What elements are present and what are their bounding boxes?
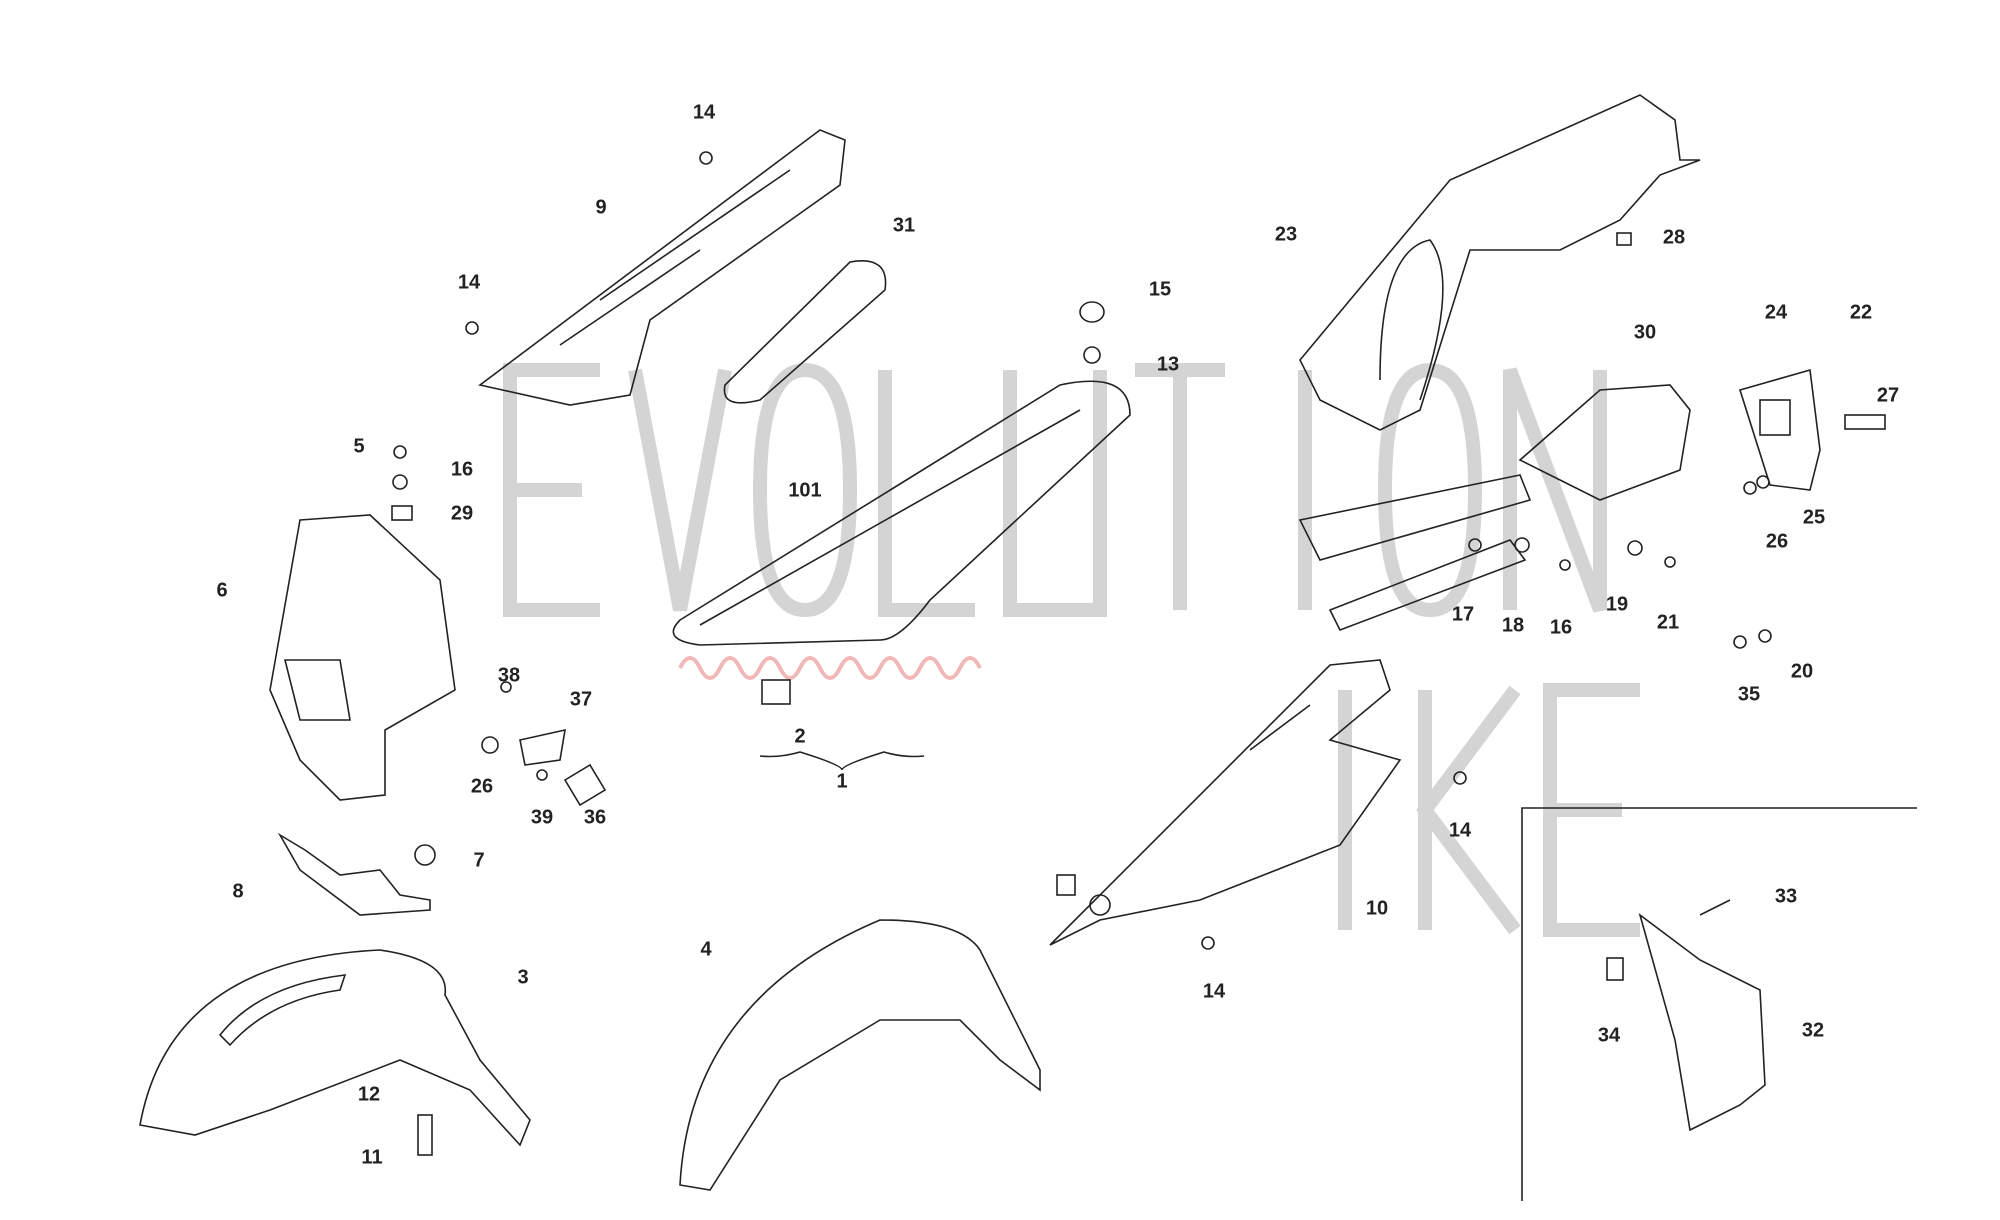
callout-11: 11 (361, 1146, 383, 1169)
callout-9: 9 (595, 196, 607, 219)
callout-21: 21 (1656, 611, 1680, 634)
inset-frame (1521, 807, 1917, 1201)
watermark-evolution-letter (878, 370, 975, 617)
watermark-tagline (678, 656, 982, 680)
callout-23: 23 (1274, 223, 1298, 246)
callout-15: 15 (1148, 278, 1172, 301)
callout-31: 31 (892, 214, 916, 237)
part-front-fender-4 (679, 919, 1041, 1191)
callout-33: 33 (1774, 885, 1798, 908)
callout-37: 37 (569, 688, 593, 711)
bracket-1 (759, 751, 925, 771)
callout-18: 18 (1501, 614, 1525, 637)
watermark-bike-letter (1416, 685, 1521, 935)
part-side-panel-left (478, 129, 846, 406)
callout-36: 36 (583, 806, 607, 829)
part-seat (672, 380, 1131, 646)
callout-27: 27 (1876, 384, 1900, 407)
callout-38: 38 (497, 664, 521, 687)
callout-5: 5 (353, 435, 365, 458)
callout-32: 32 (1801, 1019, 1825, 1042)
callout-39: 39 (530, 806, 554, 829)
part-plate-holder (1738, 368, 1821, 491)
callout-28: 28 (1662, 226, 1686, 249)
callout-17: 17 (1451, 603, 1475, 626)
callout-6: 6 (216, 579, 228, 602)
part-mudflap (1638, 912, 1766, 1132)
part-subframe (1298, 474, 1532, 632)
callout-13: 13 (1156, 353, 1180, 376)
callout-24: 24 (1764, 301, 1788, 324)
callout-16: 16 (1549, 616, 1573, 639)
callout-14: 14 (692, 101, 716, 124)
watermark-bike-letter (1543, 683, 1640, 937)
watermark-evolution-letter (1135, 363, 1225, 610)
callout-2: 2 (794, 725, 806, 748)
callout-8: 8 (232, 880, 244, 903)
callout-26: 26 (1765, 530, 1789, 553)
part-fender-bracket (277, 832, 431, 916)
part-front-fender-3 (139, 949, 531, 1147)
callout-20: 20 (1790, 660, 1814, 683)
callout-12: 12 (357, 1083, 381, 1106)
callout-3: 3 (517, 966, 529, 989)
callout-7: 7 (473, 849, 485, 872)
callout-1: 1 (836, 770, 848, 793)
callout-16: 16 (450, 458, 474, 481)
watermark-evolution-letter (1003, 370, 1107, 617)
part-rear-fender (1299, 94, 1701, 431)
part-headlight-mask (269, 514, 456, 801)
callout-35: 35 (1737, 683, 1761, 706)
callout-22: 22 (1849, 301, 1873, 324)
callout-14: 14 (1202, 980, 1226, 1003)
callout-30: 30 (1633, 321, 1657, 344)
callout-26: 26 (470, 775, 494, 798)
part-pad (761, 679, 791, 705)
callout-14: 14 (1448, 819, 1472, 842)
watermark-evolution-letter (752, 362, 858, 618)
watermark-evolution-letter (628, 368, 732, 612)
callout-29: 29 (450, 502, 474, 525)
callout-14: 14 (457, 271, 481, 294)
watermark-evolution-letter (1503, 367, 1607, 613)
callout-19: 19 (1605, 593, 1629, 616)
part-side-panel-right (1049, 659, 1402, 946)
watermark-evolution-letter (503, 363, 600, 617)
callout-25: 25 (1802, 506, 1826, 529)
part-license-bracket (1518, 384, 1691, 501)
callout-34: 34 (1597, 1024, 1621, 1047)
part-sticker (723, 260, 887, 404)
callout-101: 101 (788, 479, 822, 502)
callout-10: 10 (1365, 897, 1389, 920)
callout-4: 4 (700, 938, 712, 961)
watermark-evolution-letter (1377, 362, 1483, 618)
